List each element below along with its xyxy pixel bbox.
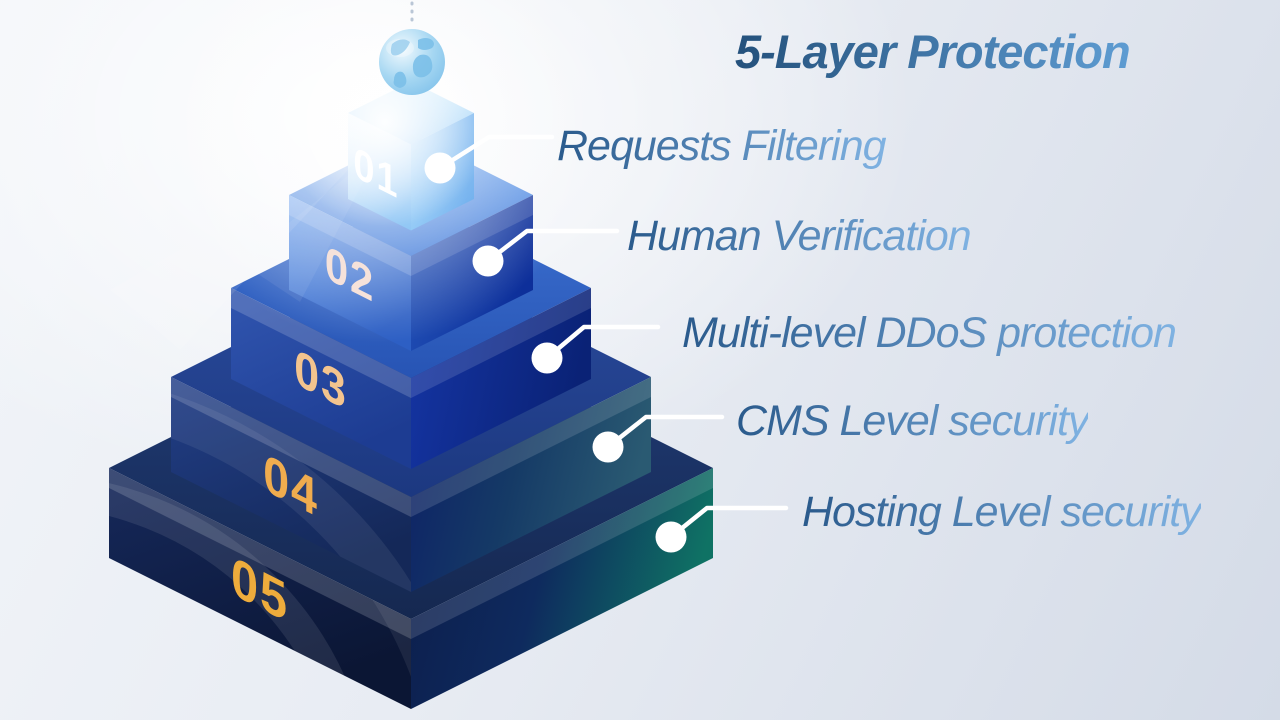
- connector-1: [424, 134, 555, 184]
- connector-dot: [592, 431, 624, 463]
- layer-right-lip: [411, 468, 713, 639]
- layer-left-face: [109, 468, 411, 709]
- layer-left-face: [231, 288, 411, 469]
- layer-label-cms-security: CMS Level security: [736, 394, 1089, 448]
- connector-dot: [424, 152, 456, 184]
- connector-dot: [531, 342, 563, 374]
- layer-left-face: [171, 377, 411, 592]
- layer-right-lip: [411, 288, 591, 398]
- connector-2: [472, 228, 620, 277]
- globe-icon: [379, 29, 445, 95]
- page-title: 5-Layer Protection: [735, 22, 1131, 82]
- layer-label-human-verification: Human Verification: [627, 209, 972, 263]
- connector-dot: [472, 245, 504, 277]
- layer-right-face: [411, 288, 591, 469]
- layer-label-hosting-security: Hosting Level security: [802, 485, 1202, 539]
- connector-dot: [655, 521, 687, 553]
- layer-left-lip: [109, 468, 411, 639]
- connector-3: [531, 324, 661, 374]
- connector-5: [655, 505, 789, 553]
- connector-4: [592, 414, 725, 463]
- layer-label-ddos-protection: Multi-level DDoS protection: [682, 306, 1177, 360]
- layer-right-face: [411, 377, 651, 592]
- layer-left-lip: [171, 377, 411, 517]
- layer-label-requests-filtering: Requests Filtering: [557, 119, 887, 173]
- layer-right-face: [411, 468, 713, 709]
- layer-right-lip: [411, 377, 651, 517]
